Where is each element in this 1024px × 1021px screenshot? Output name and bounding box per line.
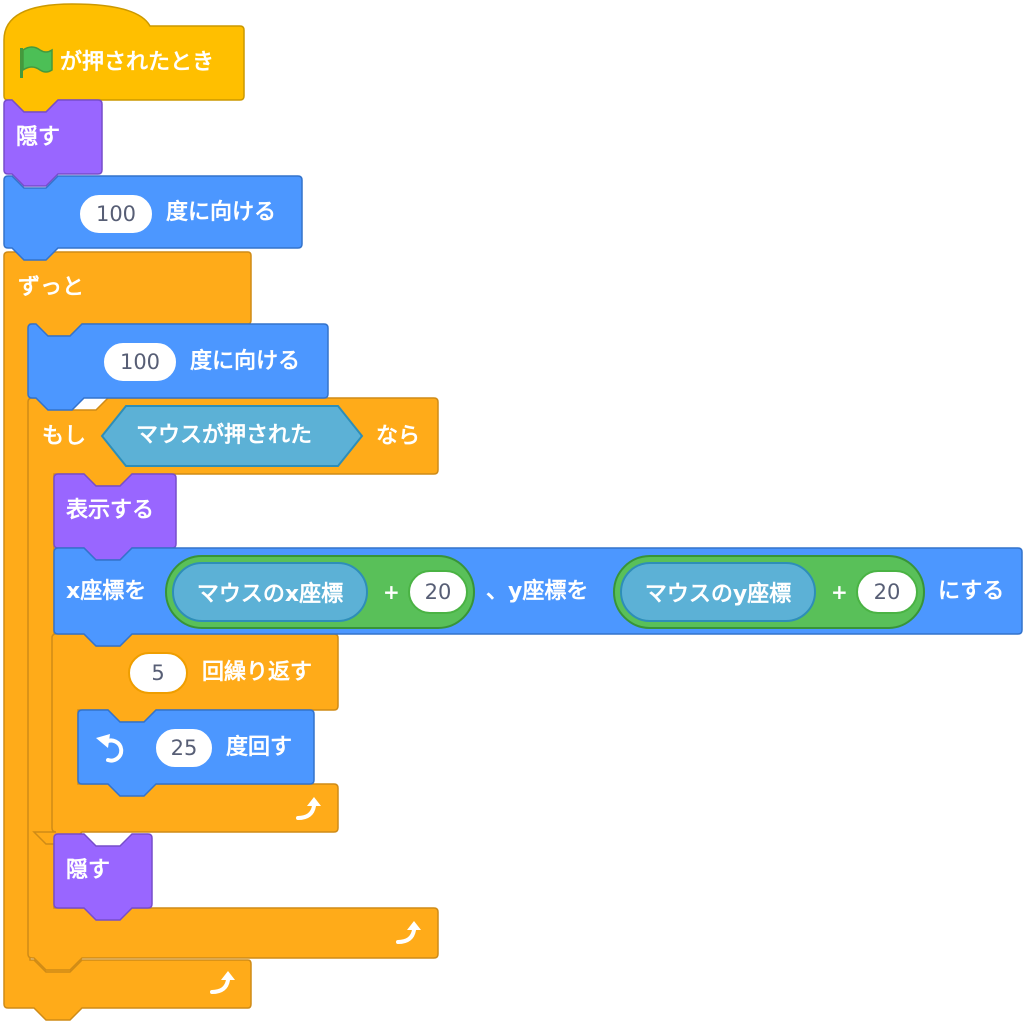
point-in-direction-block-2[interactable] [27, 323, 329, 411]
loop-arrow-icon-repeat [296, 797, 321, 820]
direction-input-1[interactable]: 100 [78, 193, 154, 235]
loop-arrow-icon-if [396, 921, 421, 944]
show-label: 表示する [66, 498, 155, 523]
hide-1-label: 隠す [16, 125, 61, 150]
repeat-count-input[interactable]: 5 [128, 652, 188, 694]
point-2-label: 度に向ける [190, 349, 301, 374]
hide-2-label: 隠す [66, 858, 111, 883]
mouse-y-reporter[interactable]: マウスのy座標 [620, 562, 816, 622]
condition-label: マウスが押された [136, 423, 313, 448]
goto-x-label: x座標を [66, 579, 147, 604]
green-flag-icon [20, 46, 53, 78]
loop-arrow-icon-forever [210, 971, 235, 994]
point-1-label: 度に向ける [166, 200, 277, 225]
y-add-input[interactable]: 20 [856, 570, 918, 614]
if-prefix-label: もし [42, 424, 87, 449]
forever-label: ずっと [18, 275, 85, 300]
repeat-label: 回繰り返す [202, 660, 313, 685]
mouse-down-condition[interactable] [100, 405, 364, 467]
x-add-input[interactable]: 20 [408, 570, 468, 614]
if-suffix-label: なら [376, 424, 421, 449]
goto-y-label: 、y座標を [486, 579, 589, 604]
if-block[interactable] [27, 397, 439, 971]
turn-label: 度回す [226, 735, 293, 760]
direction-input-2[interactable]: 100 [102, 341, 178, 383]
goto-suffix-label: にする [938, 579, 1005, 604]
hide-block-1[interactable] [3, 99, 103, 187]
rotate-left-icon [96, 734, 124, 763]
turn-degrees-input[interactable]: 25 [154, 727, 214, 769]
mouse-x-reporter[interactable]: マウスのx座標 [172, 562, 368, 622]
hat-label: が押されたとき [60, 50, 215, 75]
repeat-block[interactable] [32, 633, 339, 845]
hide-block-2[interactable] [53, 833, 153, 921]
plus-sign-y: + [831, 580, 848, 604]
plus-sign-x: + [383, 580, 400, 604]
